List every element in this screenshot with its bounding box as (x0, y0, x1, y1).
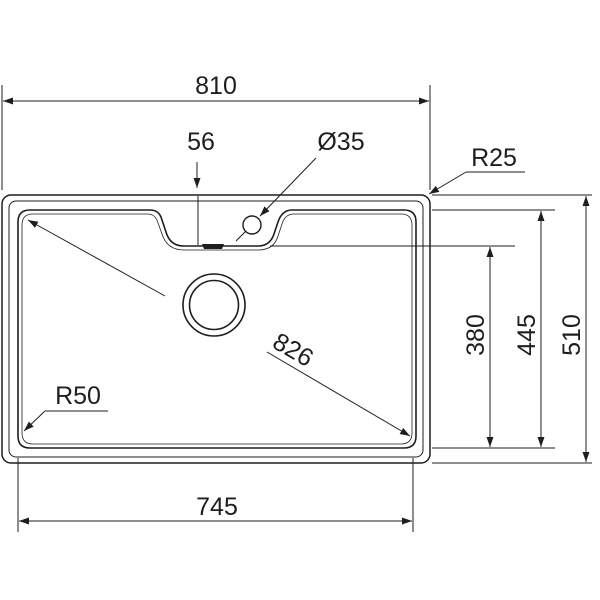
label-corner-radius-bowl: R50 (55, 382, 101, 410)
dimension-tap-hole: Ø35 (235, 128, 365, 242)
sink-outline (1, 194, 431, 464)
label-diagonal: 826 (268, 328, 318, 373)
drain-outer-ring (182, 273, 246, 337)
label-overall-width: 810 (195, 72, 237, 100)
sink-outer-rim (1, 194, 431, 464)
label-bowl-width: 445 (513, 314, 541, 356)
label-tap-offset: 56 (187, 128, 215, 156)
dimension-bowl-width: 445 (513, 211, 545, 447)
drain-inner-ring (188, 279, 240, 331)
sink-inner-rim (8, 200, 424, 458)
label-overall-depth: 510 (558, 314, 586, 356)
dimension-tap-offset: 56 (187, 128, 215, 245)
label-bowl-inner-width: 745 (196, 493, 238, 521)
label-corner-radius-outer: R25 (471, 144, 517, 172)
dimension-overall-depth: 510 (558, 196, 590, 462)
overflow-slot (202, 244, 224, 249)
bowl-outline (17, 209, 417, 449)
bowl-inner-outline (21, 213, 413, 445)
label-bowl-length: 380 (462, 314, 490, 356)
dimension-bowl-inner-width: 745 (17, 458, 414, 532)
dimension-corner-radius-outer: R25 (428, 144, 525, 195)
dimension-overall-width: 810 (1, 72, 431, 190)
right-extension-lines (270, 194, 592, 464)
label-tap-hole: Ø35 (317, 128, 364, 156)
tap-hole (242, 215, 262, 235)
drain (182, 273, 246, 337)
dimension-bowl-length: 380 (462, 247, 494, 447)
dimension-corner-radius-bowl: R50 (23, 382, 108, 432)
